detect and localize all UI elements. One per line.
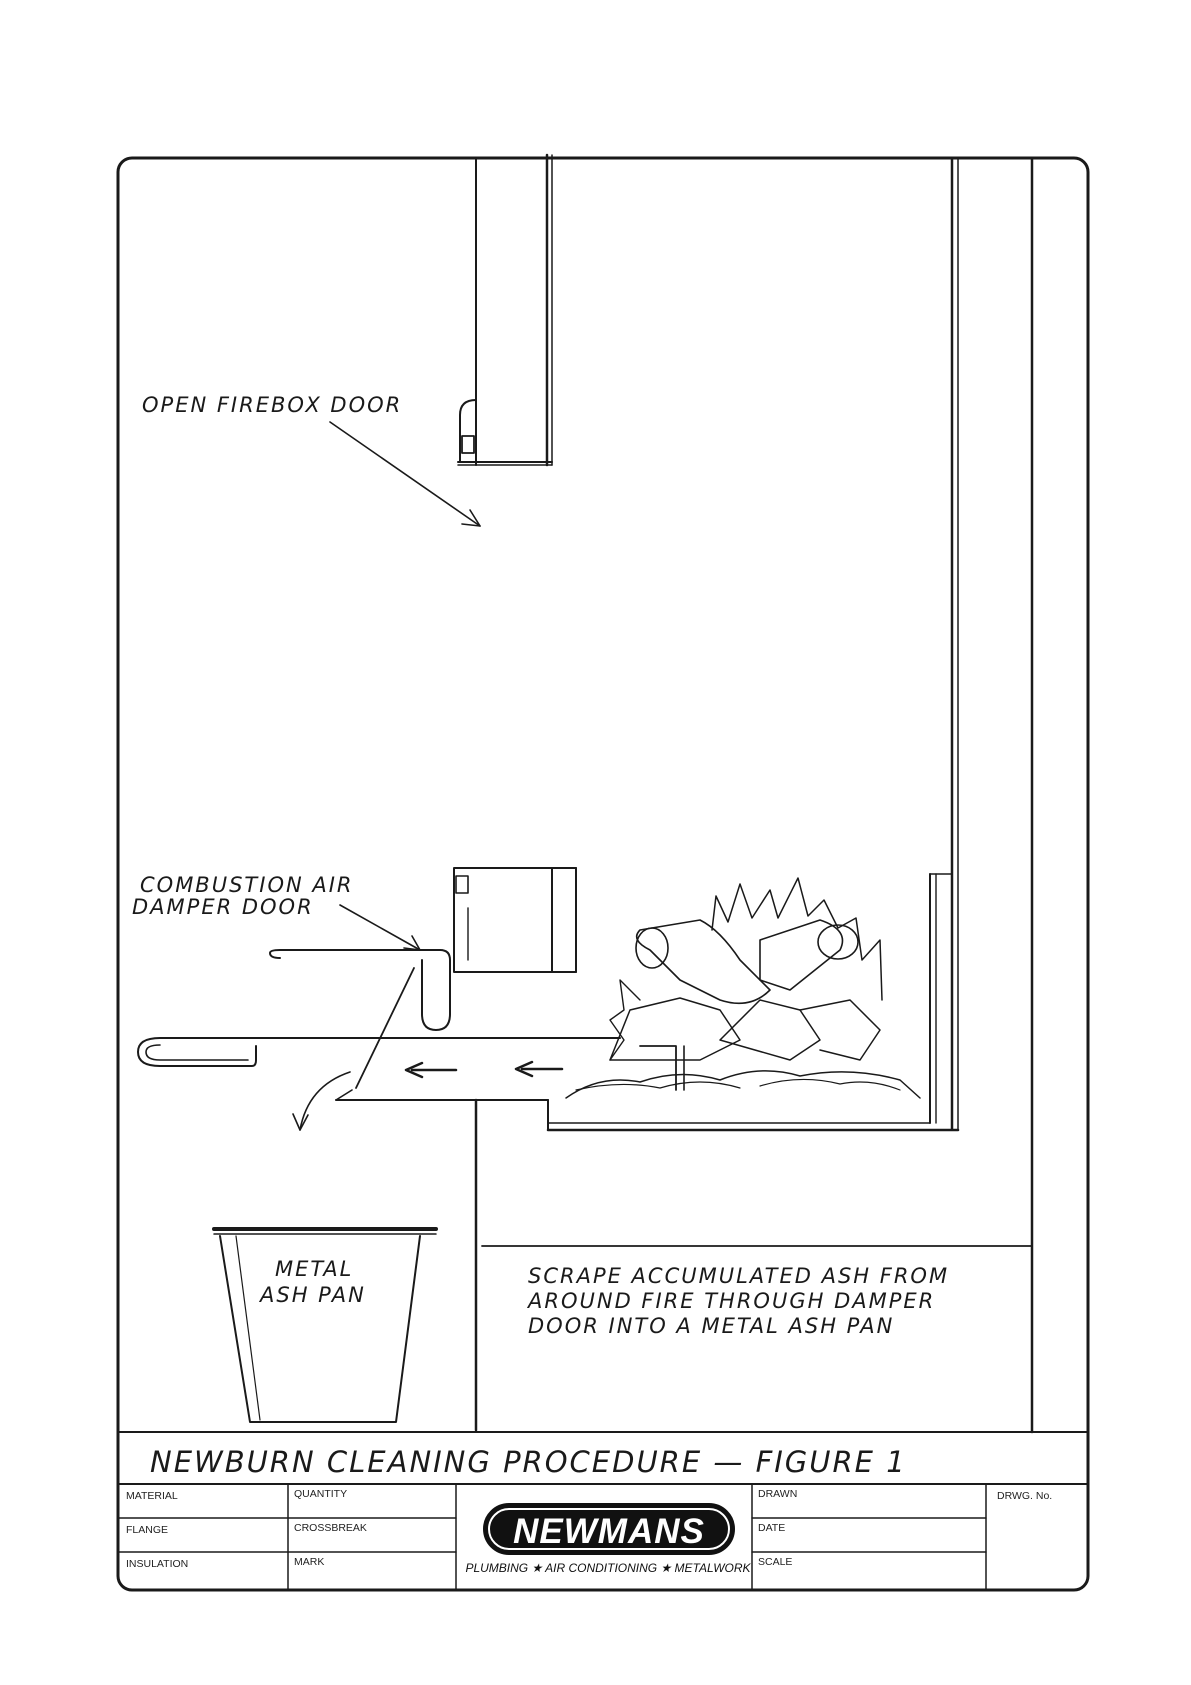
firebox-door-arrow (329, 421, 481, 527)
note-line-3: DOOR INTO A METAL ASH PAN (528, 1314, 894, 1338)
scraper-tool (292, 967, 415, 1131)
label-damper-line-1: COMBUSTION AIR (140, 873, 354, 897)
newmans-logo: NEWMANS PLUMBING ★ AIR CONDITIONING ★ ME… (465, 1503, 752, 1575)
logo-tagline: PLUMBING ★ AIR CONDITIONING ★ METALWORK (465, 1561, 751, 1575)
drawing-border (116, 156, 1090, 1592)
combustion-air-damper-door (453, 867, 577, 973)
stove-right-wall (950, 156, 1034, 1434)
tb-mark-label: MARK (294, 1556, 324, 1568)
tb-drawn-label: DRAWN (758, 1488, 797, 1500)
tb-flange-label: FLANGE (126, 1524, 168, 1536)
tb-drawing-no-label: DRWG. No. (997, 1490, 1052, 1502)
logo-wordmark: NEWMANS (513, 1512, 705, 1551)
damper-door-arrow (339, 904, 421, 951)
label-open-firebox-door: OPEN FIREBOX DOOR (142, 393, 402, 417)
drawing-title: NEWBURN CLEANING PROCEDURE — FIGURE 1 (150, 1445, 907, 1479)
metal-ash-pan (212, 1227, 438, 1423)
tb-date-label: DATE (758, 1522, 785, 1534)
tb-material-label: MATERIAL (126, 1490, 178, 1502)
open-firebox-door (457, 153, 553, 467)
title-block (117, 1483, 987, 1591)
fire-logs-sketch (565, 877, 921, 1099)
label-ash-pan-line-1: METAL (275, 1257, 353, 1281)
ash-slide (137, 873, 960, 1432)
label-damper-line-2: DAMPER DOOR (132, 895, 314, 919)
note-line-2: AROUND FIRE THROUGH DAMPER (526, 1289, 935, 1313)
label-ash-pan-line-2: ASH PAN (258, 1283, 366, 1307)
ash-flow-arrows (404, 1060, 564, 1079)
tb-scale-label: SCALE (758, 1556, 792, 1568)
damper-lever (269, 949, 451, 1031)
tb-quantity-label: QUANTITY (294, 1488, 347, 1500)
tb-insulation-label: INSULATION (126, 1558, 188, 1570)
tb-crossbreak-label: CROSSBREAK (294, 1522, 367, 1534)
note-line-1: SCRAPE ACCUMULATED ASH FROM (528, 1264, 949, 1288)
